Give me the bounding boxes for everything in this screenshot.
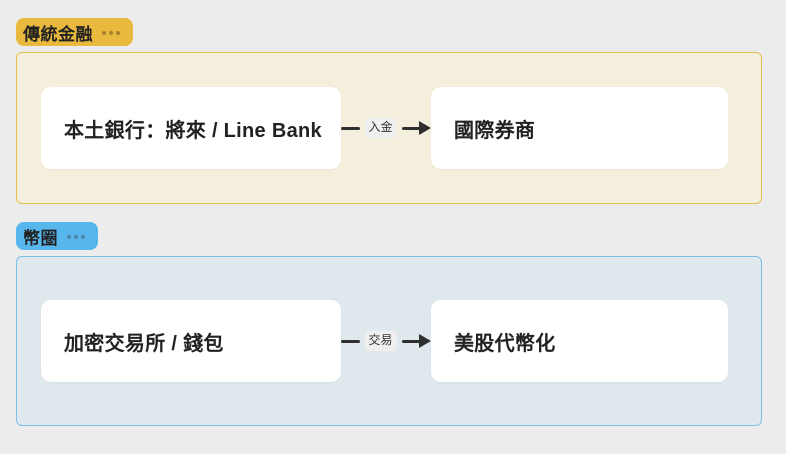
node-international-broker[interactable]: 國際券商 xyxy=(431,87,728,169)
section-frame: 本土銀行：將來 / Line Bank 入金 國際券商 xyxy=(16,52,762,204)
edge-label: 入金 xyxy=(364,118,397,138)
edge-deposit: 入金 xyxy=(341,118,432,138)
section-label-crypto[interactable]: 幣圈 xyxy=(16,222,98,250)
section-traditional-finance: 傳統金融 本土銀行：將來 / Line Bank 入金 國際券商 xyxy=(16,18,764,204)
edge-line xyxy=(401,126,421,130)
node-label: 加密交易所 / 錢包 xyxy=(64,332,224,355)
node-label: 本土銀行：將來 / Line Bank xyxy=(64,119,322,142)
edge-label: 交易 xyxy=(364,331,397,351)
node-us-stock-tokenization[interactable]: 美股代幣化 xyxy=(431,300,728,382)
node-label: 美股代幣化 xyxy=(454,332,556,355)
arrowhead-icon xyxy=(419,121,432,135)
node-crypto-exchange-wallet[interactable]: 加密交易所 / 錢包 xyxy=(41,300,341,382)
section-label-traditional-finance[interactable]: 傳統金融 xyxy=(16,18,133,46)
edge-line xyxy=(341,126,360,130)
node-label: 國際券商 xyxy=(454,119,536,142)
edge-trade: 交易 xyxy=(341,331,432,351)
section-label-text: 傳統金融 xyxy=(23,24,93,44)
section-crypto: 幣圈 加密交易所 / 錢包 交易 美股代幣化 xyxy=(16,222,764,426)
node-local-bank[interactable]: 本土銀行：將來 / Line Bank xyxy=(41,87,341,169)
edge-line xyxy=(401,339,421,343)
ellipsis-icon[interactable] xyxy=(102,29,120,35)
ellipsis-icon[interactable] xyxy=(67,233,85,239)
arrowhead-icon xyxy=(419,334,432,348)
section-frame: 加密交易所 / 錢包 交易 美股代幣化 xyxy=(16,256,762,426)
section-label-text: 幣圈 xyxy=(23,228,58,248)
edge-line xyxy=(341,339,360,343)
